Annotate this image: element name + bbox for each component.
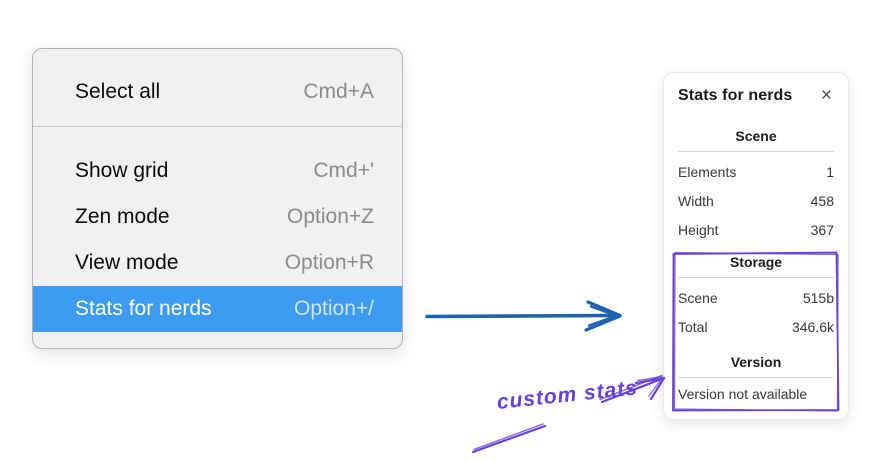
- menu-divider: [33, 126, 402, 127]
- stat-row-total-storage: Total 346.6k: [678, 312, 834, 341]
- stats-panel-header: Stats for nerds ×: [678, 86, 834, 105]
- menu-group-top: Select all Cmd+A: [33, 49, 402, 126]
- menu-item-zen-mode[interactable]: Zen mode Option+Z: [33, 194, 402, 240]
- section-heading-version: Version: [730, 354, 782, 370]
- stat-label: Width: [678, 192, 714, 209]
- stat-value: 367: [810, 221, 834, 238]
- stat-row-elements: Elements 1: [678, 157, 834, 186]
- stat-label: Elements: [678, 163, 737, 180]
- menu-group-bottom: Show grid Cmd+' Zen mode Option+Z View m…: [33, 127, 402, 348]
- blue-arrow: [425, 300, 622, 332]
- stat-label: Total: [678, 318, 708, 335]
- menu-item-shortcut: Option+Z: [287, 205, 374, 228]
- stat-row-scene-storage: Scene 515b: [678, 283, 834, 312]
- version-note: Version not available: [678, 386, 808, 402]
- section-divider: [678, 377, 834, 378]
- menu-item-label: View mode: [75, 251, 179, 274]
- stat-value: 515b: [802, 289, 834, 306]
- stat-value: 346.6k: [791, 318, 834, 335]
- context-menu: Select all Cmd+A Show grid Cmd+' Zen mod…: [32, 48, 403, 349]
- menu-item-view-mode[interactable]: View mode Option+R: [33, 240, 402, 286]
- menu-item-shortcut: Cmd+A: [303, 80, 374, 103]
- close-icon[interactable]: ×: [820, 85, 832, 106]
- menu-item-show-grid[interactable]: Show grid Cmd+': [33, 148, 402, 194]
- menu-item-label: Select all: [75, 80, 161, 103]
- stat-label: Height: [678, 221, 719, 238]
- section-divider: [678, 151, 834, 152]
- stat-row-height: Height 367: [678, 215, 834, 244]
- menu-item-shortcut: Cmd+': [313, 159, 374, 182]
- menu-item-label: Show grid: [75, 159, 169, 182]
- stat-row-width: Width 458: [678, 186, 834, 215]
- section-divider: [678, 277, 834, 278]
- stat-value: 458: [810, 192, 834, 209]
- menu-item-select-all[interactable]: Select all Cmd+A: [33, 69, 402, 115]
- menu-item-label: Zen mode: [75, 205, 170, 228]
- section-heading-scene: Scene: [735, 128, 777, 144]
- custom-stats-annotation: custom stats: [495, 376, 639, 414]
- stats-panel: Stats for nerds × Scene Elements 1 Width…: [663, 72, 849, 420]
- menu-item-shortcut: Option+R: [284, 251, 374, 274]
- menu-item-label: Stats for nerds: [75, 297, 212, 320]
- section-heading-storage: Storage: [729, 254, 783, 270]
- stat-label: Scene: [678, 289, 718, 306]
- stats-panel-title: Stats for nerds: [678, 86, 793, 104]
- menu-item-shortcut: Option+/: [294, 297, 374, 320]
- menu-item-stats-for-nerds[interactable]: Stats for nerds Option+/: [33, 286, 402, 332]
- stat-value: 1: [826, 163, 834, 180]
